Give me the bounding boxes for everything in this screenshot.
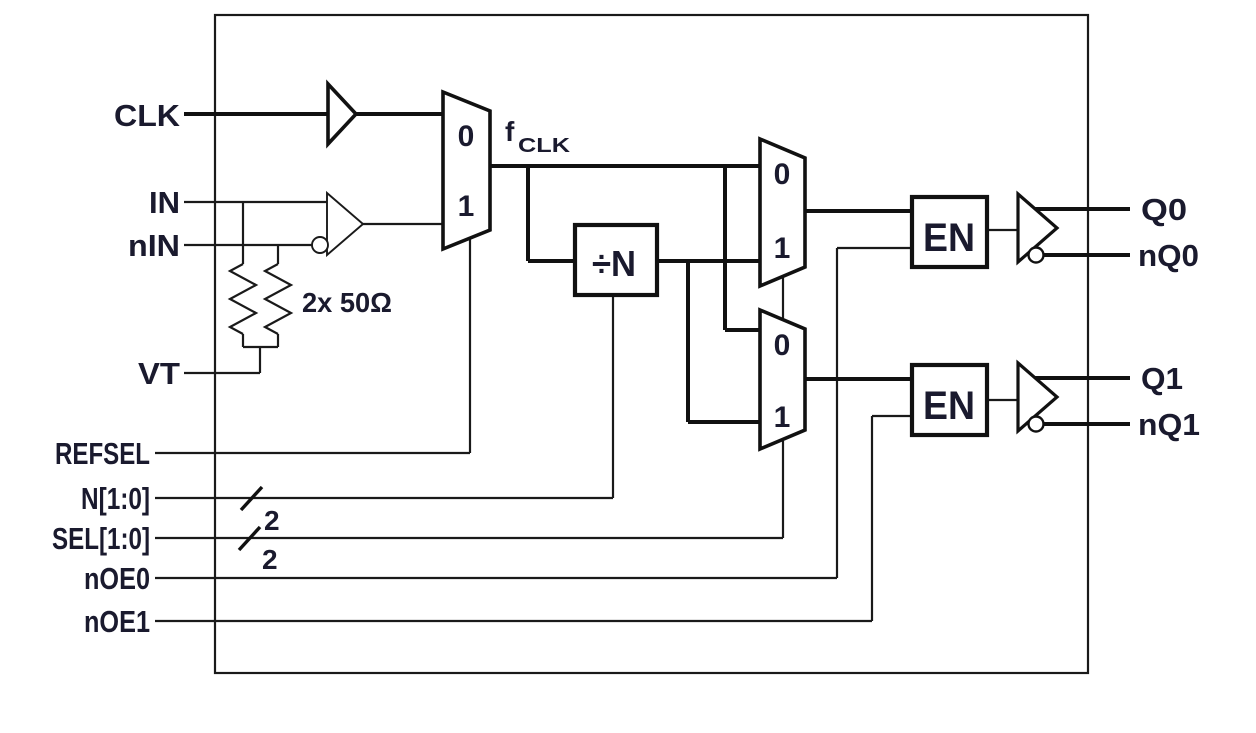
termination-resistor-icon [227,263,259,335]
thin-wires [155,13,1090,675]
wire-noe1 [155,414,912,623]
mux-input-label-1: 1 [458,190,475,223]
port-label-clk: CLK [114,98,181,133]
diff-receiver-icon [326,190,365,258]
bus-slash-icon [237,525,262,552]
port-label-in: IN [149,185,180,220]
outer-boundary [213,13,1090,675]
mux-input-label-1: 1 [774,401,791,434]
reference-mux [441,89,492,252]
receiver-inversion-bubble-icon [311,236,329,254]
output-buffer-0-bubble-icon [1027,246,1045,264]
mux-input-label-0: 0 [458,120,475,153]
output-buffer-1-bubble-icon [1027,415,1045,433]
bus-slash-icon [239,485,264,512]
output-mux-1 [758,307,807,452]
enable1-label: EN [923,384,975,428]
blocks [237,79,1060,552]
divider-block [572,222,660,298]
mux-input-label-0: 0 [774,158,791,191]
wire-refsel [155,239,472,455]
labels: CLK IN nIN VT REFSEL N[1:0] SEL[1:0] nOE… [52,98,1200,639]
port-label-noe0: nOE0 [84,561,150,596]
thick-wires [184,112,1130,426]
enable-block-0 [909,194,990,270]
enable0-label: EN [923,216,975,260]
output-buffer-0-icon [1016,190,1060,266]
port-label-sel-bus: SEL[1:0] [52,521,150,556]
wire-divider-input [526,166,575,263]
port-label-q1: Q1 [1141,361,1183,396]
port-label-nq1: nQ1 [1138,407,1200,442]
port-label-nin: nIN [128,228,180,263]
output-mux-0 [758,136,807,289]
wire-resistor-tails [241,334,280,373]
wire-sel-bus [155,441,785,540]
port-label-refsel: REFSEL [55,436,150,471]
clk-buffer-icon [326,79,359,149]
divider-label: ÷N [592,243,636,284]
port-label-q0: Q0 [1141,192,1187,227]
termination-resistor-icon [262,263,294,335]
wire-fclk-to-mux1-branch [723,166,760,332]
wire-n-bus [155,295,615,500]
port-label-vt: VT [138,356,180,391]
enable-block-1 [909,362,990,438]
output-buffer-1-icon [1016,359,1060,435]
n-bus-width-label: 2 [264,505,280,536]
mux-input-label-1: 1 [774,232,791,265]
sel-bus-width-label: 2 [262,544,278,575]
port-label-noe1: nOE1 [84,604,150,639]
termination-label: 2x 50Ω [302,287,392,318]
fclk-net-label: f [505,116,515,147]
mux-input-label-0: 0 [774,329,791,362]
wire-divided-to-mux1-branch [686,261,760,424]
fclk-net-label-subscript: CLK [518,135,571,157]
port-label-nq0: nQ0 [1138,238,1199,273]
wire-noe0 [155,246,912,580]
port-label-n-bus: N[1:0] [81,481,150,516]
